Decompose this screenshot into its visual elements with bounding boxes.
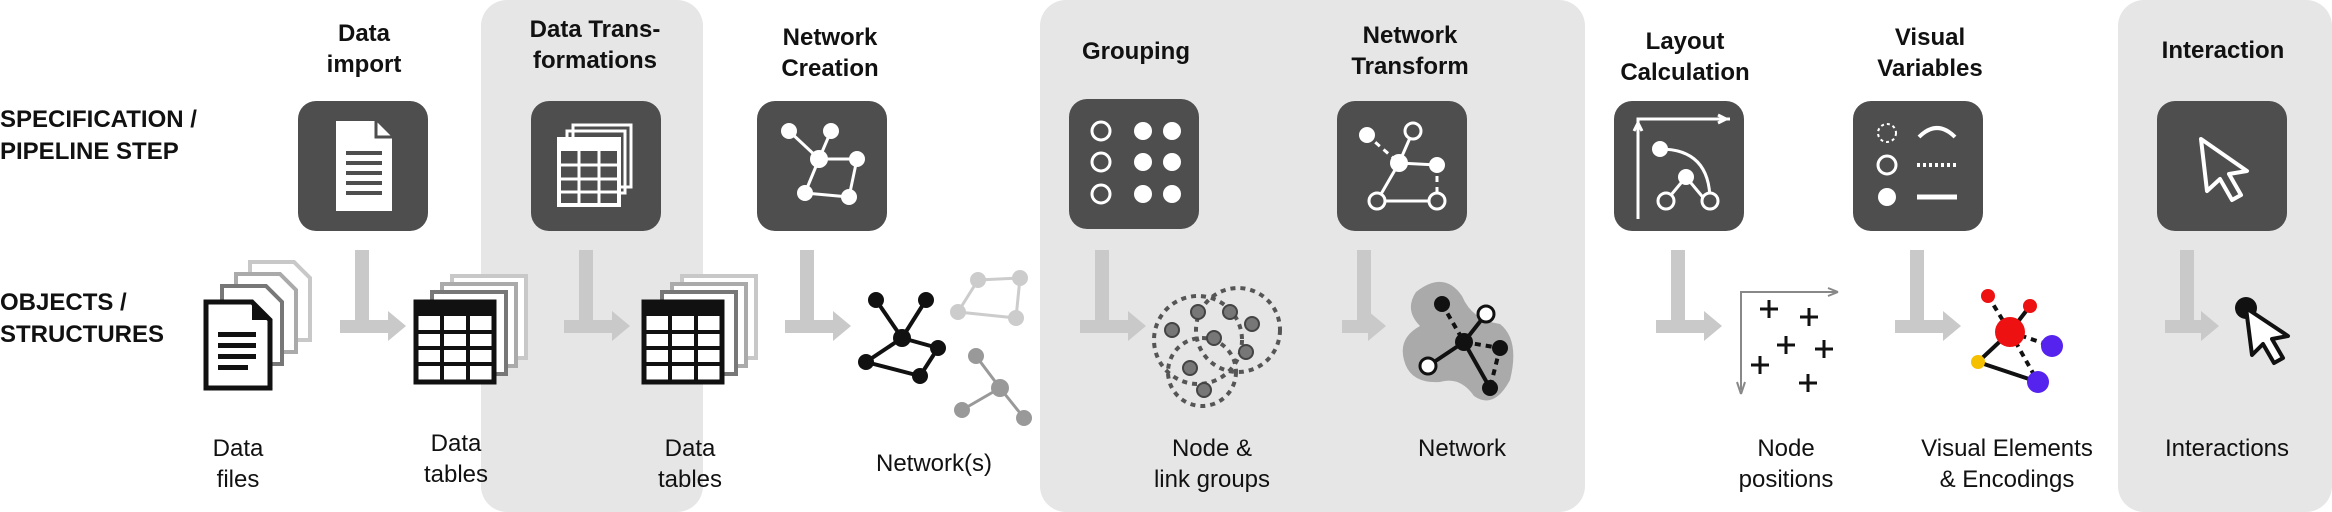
step-title-line1: Network	[782, 24, 878, 51]
grid-dots-icon	[1090, 120, 1181, 205]
object-label-line2: positions	[1738, 466, 1834, 493]
visual-variables-icon	[1876, 123, 1957, 206]
step-title-line2: Transform	[1351, 53, 1469, 80]
interaction-step	[2157, 101, 2287, 231]
arrow-icon	[1080, 250, 1146, 341]
arrow-icon	[1656, 250, 1722, 341]
object-label-line1: Network(s)	[875, 450, 992, 477]
interactions-icon	[2235, 297, 2290, 365]
data-files-icon	[203, 260, 312, 391]
object-label-line1: Node &	[1171, 435, 1253, 462]
step-title-line1: Interaction	[2161, 37, 2285, 64]
step-title-network-transform: Network Transform	[1320, 20, 1500, 82]
object-label-line2: files	[216, 466, 260, 493]
step-title-line2: import	[326, 51, 402, 78]
object-label-line1: Data	[212, 435, 264, 462]
data-tables-icon	[413, 274, 528, 385]
row-label-spec-line1: SPECIFICATION /	[0, 106, 197, 133]
arrow-icon	[1895, 250, 1961, 341]
step-title-line2: Creation	[781, 55, 879, 82]
pipeline-arrows	[340, 250, 2219, 341]
networks-icon	[858, 270, 1032, 426]
arrow-icon	[1342, 250, 1386, 341]
layout-calculation-step	[1614, 101, 1744, 231]
step-title-line1: Layout	[1645, 28, 1725, 55]
object-label-node-positions: Node positions	[1716, 433, 1856, 495]
arrow-icon	[564, 250, 630, 341]
object-label-data-tables: Data tables	[406, 428, 506, 490]
object-label-line1: Interactions	[2164, 435, 2290, 462]
step-title-line1: Data	[337, 20, 391, 47]
object-label-line1: Network	[1417, 435, 1507, 462]
row-label-objects-line1: OBJECTS /	[0, 289, 127, 316]
step-title-line2: Variables	[1877, 55, 1983, 82]
object-label-networks: Network(s)	[854, 448, 1014, 479]
step-title-line1: Data Trans-	[529, 16, 661, 43]
step-title-line1: Grouping	[1082, 38, 1190, 65]
step-title-visual-variables: Visual Variables	[1850, 22, 2010, 84]
row-label-spec-line2: PIPELINE STEP	[0, 138, 179, 165]
network-transform-step	[1337, 101, 1467, 231]
object-label-line1: Visual Elements	[1921, 435, 2093, 462]
table-stack-icon	[557, 123, 633, 207]
node-link-groups-icon	[1152, 286, 1282, 408]
object-label-node-link-groups: Node & link groups	[1122, 433, 1302, 495]
object-label-data-tables: Data tables	[640, 433, 740, 495]
step-title-interaction: Interaction	[2138, 35, 2308, 66]
step-title-grouping: Grouping	[1056, 36, 1216, 67]
visual-elements-icon	[1971, 289, 2063, 393]
object-label-data-files: Data files	[188, 433, 288, 495]
step-title-line1: Network	[1362, 22, 1458, 49]
object-label-visual-elements: Visual Elements & Encodings	[1902, 433, 2112, 495]
object-label-line1: Data	[664, 435, 716, 462]
data-import-step	[298, 101, 428, 231]
object-label-line1: Data	[430, 430, 482, 457]
step-title-data-import: Data import	[284, 18, 444, 80]
object-label-network: Network	[1392, 433, 1532, 464]
object-label-line1: Node	[1757, 435, 1815, 462]
panel-interaction	[2118, 0, 2332, 512]
object-label-line2: tables	[423, 461, 489, 488]
cursor-icon	[2199, 137, 2249, 202]
object-label-line2: link groups	[1153, 466, 1271, 493]
object-label-interactions: Interactions	[2142, 433, 2312, 464]
arrow-icon	[2165, 250, 2219, 341]
network-creation-step	[757, 101, 887, 231]
step-title-network-creation: Network Creation	[745, 22, 915, 84]
step-title-layout-calculation: Layout Calculation	[1590, 26, 1780, 88]
network-transform-icon	[1359, 121, 1447, 211]
row-label-objects: OBJECTS / STRUCTURES	[0, 287, 164, 351]
arrow-icon	[340, 250, 406, 341]
network-icon	[781, 123, 865, 205]
panel-grouping-transform	[1040, 0, 1585, 512]
step-title-line1: Visual	[1894, 24, 1966, 51]
node-positions-icon	[1736, 287, 1839, 395]
object-label-line2: & Encodings	[1939, 466, 2075, 493]
document-icon	[336, 121, 392, 211]
data-transformations-step	[531, 101, 661, 231]
row-label-objects-line2: STRUCTURES	[0, 321, 165, 348]
step-title-data-transformations: Data Trans- formations	[500, 14, 690, 76]
arrow-icon	[785, 250, 851, 341]
step-title-line2: formations	[532, 47, 657, 74]
visual-variables-step	[1853, 101, 1983, 231]
grouping-step	[1069, 99, 1199, 229]
layout-axes-icon	[1632, 113, 1730, 219]
row-label-specification: SPECIFICATION / PIPELINE STEP	[0, 104, 197, 168]
step-title-line2: Calculation	[1620, 59, 1750, 86]
network-transformed-icon	[1402, 281, 1514, 401]
data-tables-icon	[641, 274, 758, 385]
object-label-line2: tables	[657, 466, 723, 493]
